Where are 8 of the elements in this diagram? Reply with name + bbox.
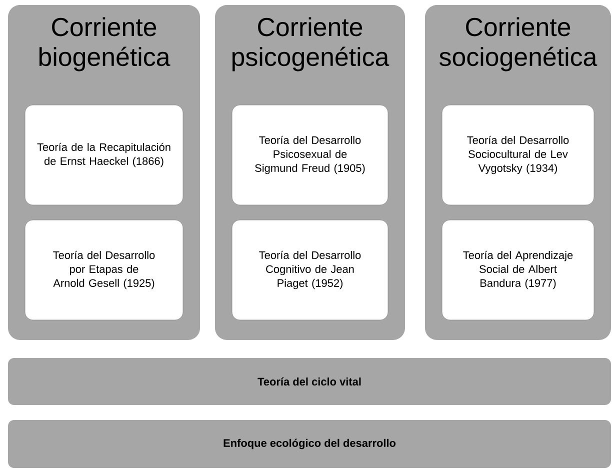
theory-box: Teoría del Desarrollo Cognitivo de Jean Piaget (1952) bbox=[232, 220, 388, 320]
theory-box: Teoría de la Recapitulación de Ernst Haeckel (1866) bbox=[24, 104, 184, 206]
band: Teoría del ciclo vital bbox=[8, 358, 611, 405]
theory-box: Teoría del Aprendizaje Social de Albert Bandura (1977) bbox=[442, 220, 594, 320]
theory-box: Teoría del Desarrollo Sociocultural de Lev Vygotsky (1934) bbox=[442, 104, 594, 206]
theory-box: Teoría del Desarrollo Psicosexual de Sigmund Freud (1905) bbox=[232, 104, 388, 206]
band: Enfoque ecológico del desarrollo bbox=[8, 420, 611, 468]
theory-box: Teoría del Desarrollo por Etapas de Arnold Gesell (1925) bbox=[24, 220, 184, 320]
